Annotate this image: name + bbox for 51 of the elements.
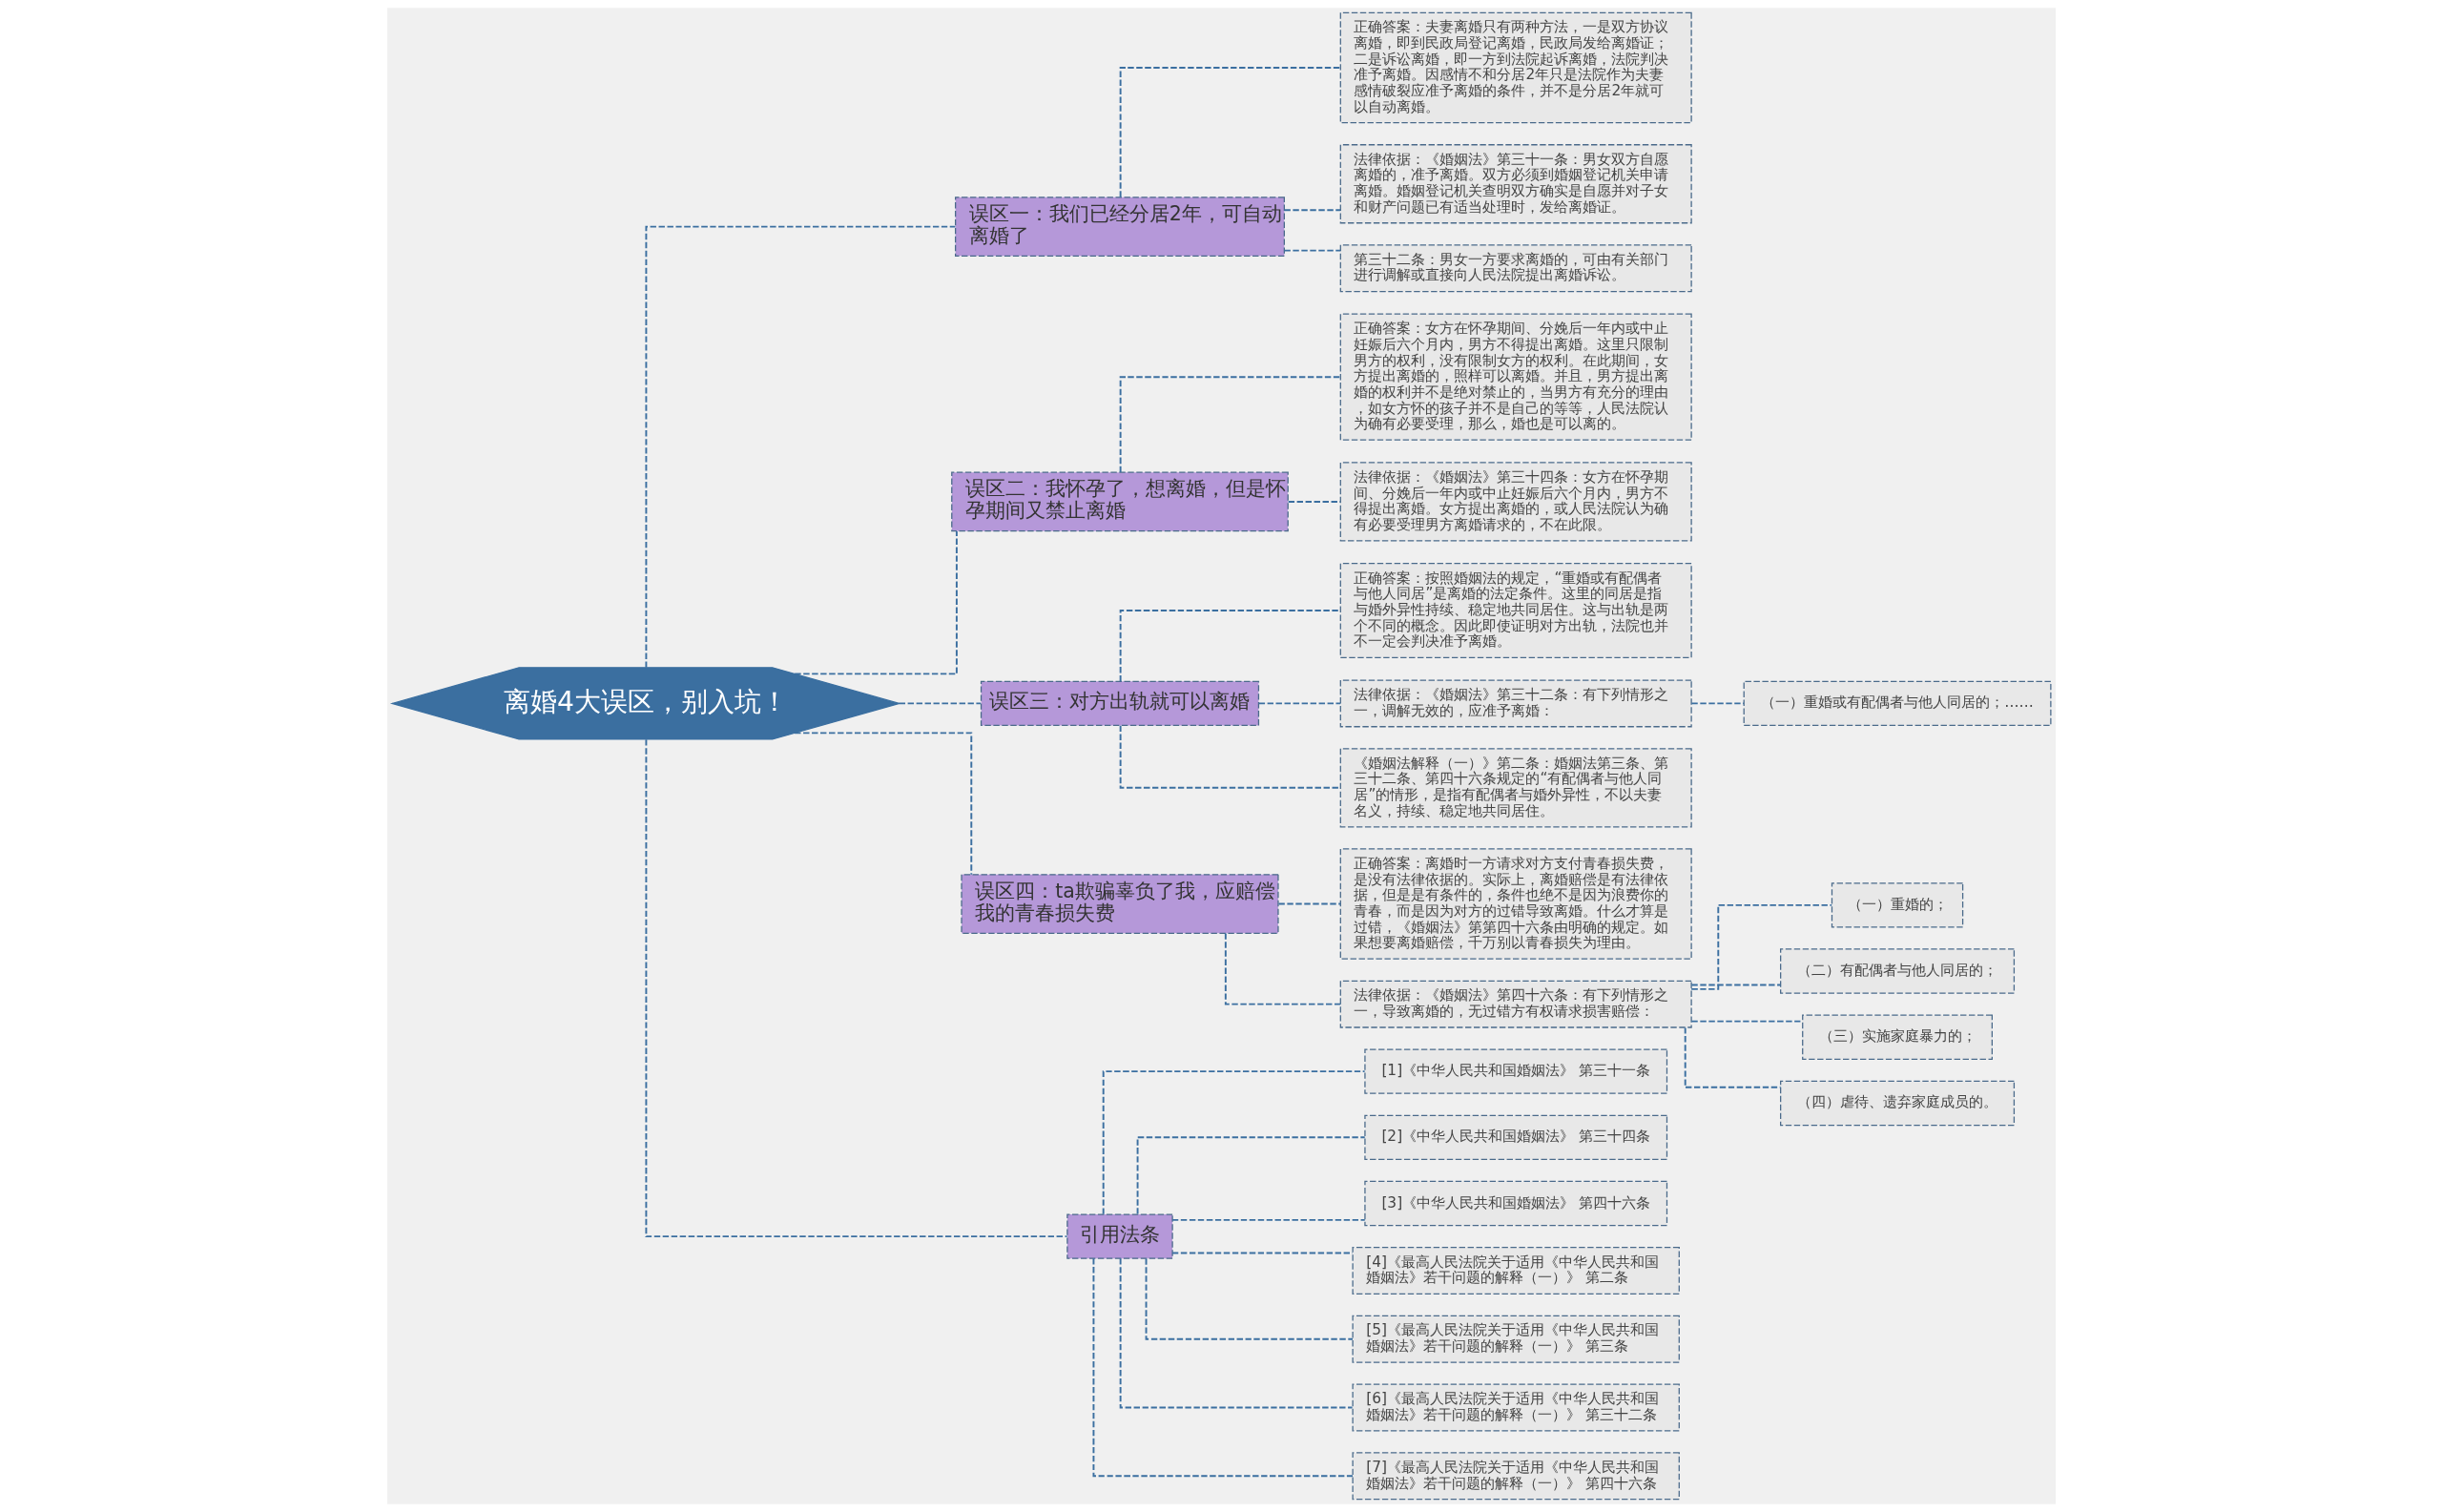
node-box: [3]《中华人民共和国婚姻法》 第四十六条 bbox=[1363, 1180, 1667, 1227]
node-box: 正确答案：离婚时一方请求对方支付青春损失费，是没有法律依据的。实际上，离婚赔偿是有法律依据，但是是有条件的，条件也绝不是因为浪费你的青春，而是因为对方的过错导致离婚。什么才算是过错，《婚姻法》第第四十六条由明确的规定。如果想要离婚赔偿，千万别以青春损失为理由。 bbox=[1339, 848, 1692, 960]
connector bbox=[1689, 903, 1832, 990]
node-box: 法律依据：《婚姻法》第三十二条：有下列情形之一，调解无效的，应准予离婚： bbox=[1339, 679, 1692, 728]
node-box: 引用法条 bbox=[1066, 1213, 1173, 1259]
node-box: 误区三：对方出轨就可以离婚 bbox=[980, 680, 1259, 727]
connector bbox=[1257, 702, 1341, 705]
connector bbox=[1092, 1257, 1354, 1478]
connector bbox=[1119, 67, 1341, 198]
connector bbox=[1224, 932, 1341, 1005]
connector bbox=[1283, 209, 1341, 212]
connector bbox=[1283, 249, 1341, 252]
connector bbox=[1689, 1020, 1803, 1023]
connector bbox=[793, 530, 958, 675]
connector bbox=[1119, 376, 1341, 473]
connector bbox=[1689, 702, 1745, 705]
node-box: （三）实施家庭暴力的； bbox=[1801, 1014, 1993, 1060]
node-box: [2]《中华人民共和国婚姻法》 第三十四条 bbox=[1363, 1114, 1667, 1161]
node-box: 《婚姻法解释（一）》第二条：婚姻法第三条、第三十二条、第四十六条规定的“有配偶者与他人同居”的情形，是指有配偶者与婚外异性，不以夫妻名义，持续、稳定地共同居住。 bbox=[1339, 748, 1692, 828]
connector bbox=[1102, 1070, 1366, 1215]
connector bbox=[793, 732, 972, 876]
node-box: 误区一：我们已经分居2年，可自动离婚了 bbox=[954, 197, 1285, 257]
connector bbox=[1689, 984, 1781, 986]
connector bbox=[644, 225, 956, 669]
node-box: [6]《最高人民法院关于适用《中华人民共和国婚姻法》若干问题的解释（一）》 第三十二条 bbox=[1351, 1383, 1680, 1432]
node-box: 误区二：我怀孕了，想离婚，但是怀孕期间又禁止离婚 bbox=[950, 471, 1289, 532]
node-box: 正确答案：按照婚姻法的规定，“重婚或有配偶者与他人同居”是离婚的法定条件。这里的同居是指与婚外异性持续、稳定地共同居住。这与出轨是两个不同的概念。因此即使证明对方出轨，法院也并不一定会判决准予离婚。 bbox=[1339, 563, 1692, 658]
node-box: 法律依据：《婚姻法》第三十一条：男女双方自愿离婚的，准予离婚。双方必须到婚姻登记机关申请离婚。婚姻登记机关查明双方确实是自愿并对子女和财产问题已有适当处理时，发给离婚证。 bbox=[1339, 144, 1692, 224]
connector bbox=[1145, 1257, 1354, 1340]
connector bbox=[644, 738, 1067, 1238]
node-box: （一）重婚或有配偶者与他人同居的；…… bbox=[1743, 680, 2051, 727]
connector bbox=[1170, 1218, 1366, 1221]
node-box: （一）重婚的； bbox=[1831, 882, 1963, 928]
connector bbox=[1136, 1136, 1366, 1215]
node-box: [1]《中华人民共和国婚姻法》 第三十一条 bbox=[1363, 1048, 1667, 1094]
node-box: （四）虐待、遗弃家庭成员的。 bbox=[1779, 1080, 2015, 1127]
node-box: [7]《最高人民法院关于适用《中华人民共和国婚姻法》若干问题的解释（一）》 第四十六条 bbox=[1351, 1452, 1680, 1501]
node-box: 法律依据：《婚姻法》第三十四条：女方在怀孕期间、分娩后一年内或中止妊娠后六个月内，男方不得提出离婚。女方提出离婚的，或人民法院认为确有必要受理男方离婚请求的，不在此限。 bbox=[1339, 462, 1692, 542]
connector bbox=[1119, 610, 1341, 683]
node-box: 正确答案：夫妻离婚只有两种方法，一是双方协议离婚，即到民政局登记离婚，民政局发给离婚证；二是诉讼离婚，即一方到法院起诉离婚，法院判决准予离婚。因感情不和分居2年只是法院作为夫妻感情破裂应准予离婚的条件，并不是分居2年就可以自动离婚。 bbox=[1339, 11, 1692, 124]
node-box: 法律依据：《婚姻法》第四十六条：有下列情形之一，导致离婚的，无过错方有权请求损害赔偿： bbox=[1339, 980, 1692, 1028]
node-box: [4]《最高人民法院关于适用《中华人民共和国婚姻法》若干问题的解释（一）》 第二条 bbox=[1351, 1247, 1680, 1295]
connector bbox=[1119, 1257, 1354, 1409]
node-box: 第三十二条：男女一方要求离婚的，可由有关部门进行调解或直接向人民法院提出离婚诉讼。 bbox=[1339, 244, 1692, 293]
connector bbox=[898, 702, 982, 705]
node-box: （二）有配偶者与他人同居的； bbox=[1779, 948, 2015, 994]
node-box: 正确答案：女方在怀孕期间、分娩后一年内或中止妊娠后六个月内，男方不得提出离婚。这里只限制男方的权利，没有限制女方的权利。在此期间，女方提出离婚的，照样可以离婚。并且，男方提出离婚的权利并不是绝对禁止的，当男方有充分的理由，如女方怀的孩子并不是自己的等等，人民法院认为确有必要受理，那么，婚也是可以离的。 bbox=[1339, 313, 1692, 441]
connector bbox=[1277, 902, 1341, 905]
node-box: 误区四：ta欺骗辜负了我，应赔偿我的青春损失费 bbox=[960, 874, 1279, 934]
connector bbox=[1119, 724, 1341, 789]
node-box: [5]《最高人民法院关于适用《中华人民共和国婚姻法》若干问题的解释（一）》 第三条 bbox=[1351, 1315, 1680, 1363]
